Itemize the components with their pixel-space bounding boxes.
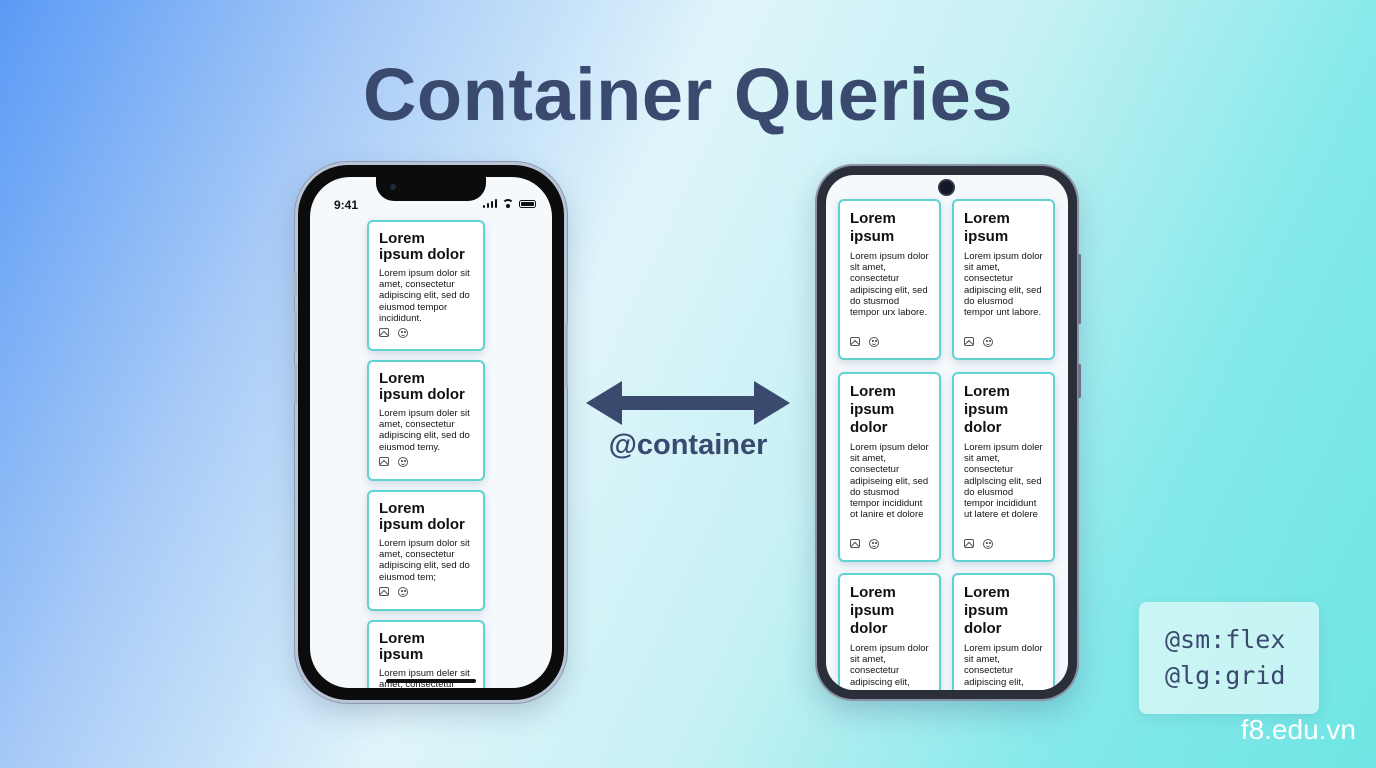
android-volume-rocker	[1078, 254, 1081, 324]
card-icons	[379, 587, 408, 597]
double-arrow-icon	[586, 381, 790, 425]
wifi-icon	[502, 199, 514, 208]
card-title: Lorem ipsum dolor	[379, 370, 465, 403]
card: Lorem ipsum dolor Lorem ipsum doler sit …	[952, 372, 1055, 562]
card-body: Lorem ipsum dolor sit amet, consectetur …	[964, 251, 1043, 319]
card: Lorem ipsum Lorem ipsum dolor slt amet, …	[838, 199, 941, 360]
card-body: Lorem ipsum deler sit amet, consectetur	[379, 668, 470, 688]
watermark: f8.edu.vn	[1240, 714, 1356, 745]
card-icons	[964, 337, 993, 347]
card-title: Lorem ipsum dolor	[379, 500, 465, 533]
image-icon[interactable]	[379, 328, 389, 337]
card: Lorem ipsum Lorem ipsum deler sit amet, …	[367, 620, 485, 688]
card: Lorem ipsum dolor Lorem ipsum dolor sit …	[367, 220, 485, 351]
card: Lorem ipsum dolor Lorem ipsum dolor sit …	[367, 490, 485, 611]
smile-icon[interactable]	[983, 539, 993, 549]
iphone-volume-up	[294, 310, 297, 352]
battery-icon	[519, 200, 536, 208]
card-body: Lorem ipsum dolor slt amet, consectetur …	[850, 251, 929, 319]
card-body: Lorem ipsum dolor sit amet, consectetur …	[850, 643, 929, 688]
card-icons	[964, 539, 993, 549]
card: Lorem ipsum dolor Lorem ipsum dolor sit …	[838, 573, 941, 690]
card-body: Lorem ipsum dolor sit amet, consectetur …	[964, 643, 1043, 688]
signal-icon	[482, 199, 497, 208]
card-body: Lorem ipsum doler sit amet, consectetur …	[379, 408, 470, 453]
card: Lorem ipsum dolor Lorem ipsum doler sit …	[367, 360, 485, 481]
card-title: Lorem ipsum dolor	[964, 383, 1010, 436]
image-icon[interactable]	[379, 587, 389, 596]
card-title: Lorem ipsum dolor	[850, 584, 896, 637]
card-body: Lorem ipsum delor sit amet, consectetur …	[850, 442, 929, 521]
image-icon[interactable]	[964, 539, 974, 548]
image-icon[interactable]	[964, 337, 974, 346]
camera-icon	[390, 184, 396, 190]
card-title: Lorem ipsum dolor	[964, 584, 1010, 637]
iphone-power-button	[565, 323, 568, 387]
code-line-sm: @sm:flex	[1165, 625, 1286, 654]
smile-icon[interactable]	[398, 457, 408, 467]
card-icons	[379, 328, 408, 338]
smile-icon[interactable]	[869, 539, 879, 549]
card-title: Lorem ipsum dolor	[379, 230, 465, 263]
iphone-mute-switch	[294, 273, 297, 295]
code-line-lg: @lg:grid	[1165, 661, 1286, 690]
card-body: Lorem ipsum doler sit amet, consectetur …	[964, 442, 1043, 521]
status-time: 9:41	[334, 198, 359, 212]
iphone-volume-down	[294, 363, 297, 405]
card-icons	[850, 539, 879, 549]
card-icons	[850, 337, 879, 347]
card: Lorem ipsum dolor Lorem ipsum dolor sit …	[952, 573, 1055, 690]
smile-icon[interactable]	[869, 337, 879, 347]
status-icons	[482, 199, 536, 208]
card-title: Lorem ipsum	[379, 630, 425, 663]
front-camera-icon	[940, 181, 953, 194]
image-icon[interactable]	[850, 539, 860, 548]
card-body: Lorem ipsum dolor sit amet, consectetur …	[379, 268, 470, 324]
smile-icon[interactable]	[983, 337, 993, 347]
card: Lorem ipsum dolor Lorem ipsum delor sit …	[838, 372, 941, 562]
card: Lorem ipsum Lorem ipsum dolor sit amet, …	[952, 199, 1055, 360]
container-label: @container	[608, 429, 768, 461]
iphone-notch	[376, 177, 486, 201]
page-title: Container Queries	[362, 53, 1013, 136]
smile-icon[interactable]	[398, 328, 408, 338]
home-indicator	[386, 679, 476, 683]
card-title: Lorem ipsum dolor	[850, 383, 896, 436]
iphone-screen: 9:41 Lorem ipsum dolor Lorem ipsum dolor…	[310, 177, 552, 688]
card-title: Lorem ipsum	[964, 210, 1010, 245]
android-screen: Lorem ipsum Lorem ipsum dolor slt amet, …	[826, 175, 1068, 690]
android-power-button	[1078, 364, 1081, 398]
iphone-mockup: 9:41 Lorem ipsum dolor Lorem ipsum dolor…	[294, 165, 568, 700]
smile-icon[interactable]	[398, 587, 408, 597]
image-icon[interactable]	[850, 337, 860, 346]
card-body: Lorem ipsum dolor sit amet, consectetur …	[379, 538, 470, 583]
image-icon[interactable]	[379, 457, 389, 466]
android-mockup: Lorem ipsum Lorem ipsum dolor slt amet, …	[817, 166, 1081, 699]
card-icons	[379, 457, 408, 467]
card-title: Lorem ipsum	[850, 210, 896, 245]
code-box: @sm:flex @lg:grid	[1139, 602, 1319, 714]
